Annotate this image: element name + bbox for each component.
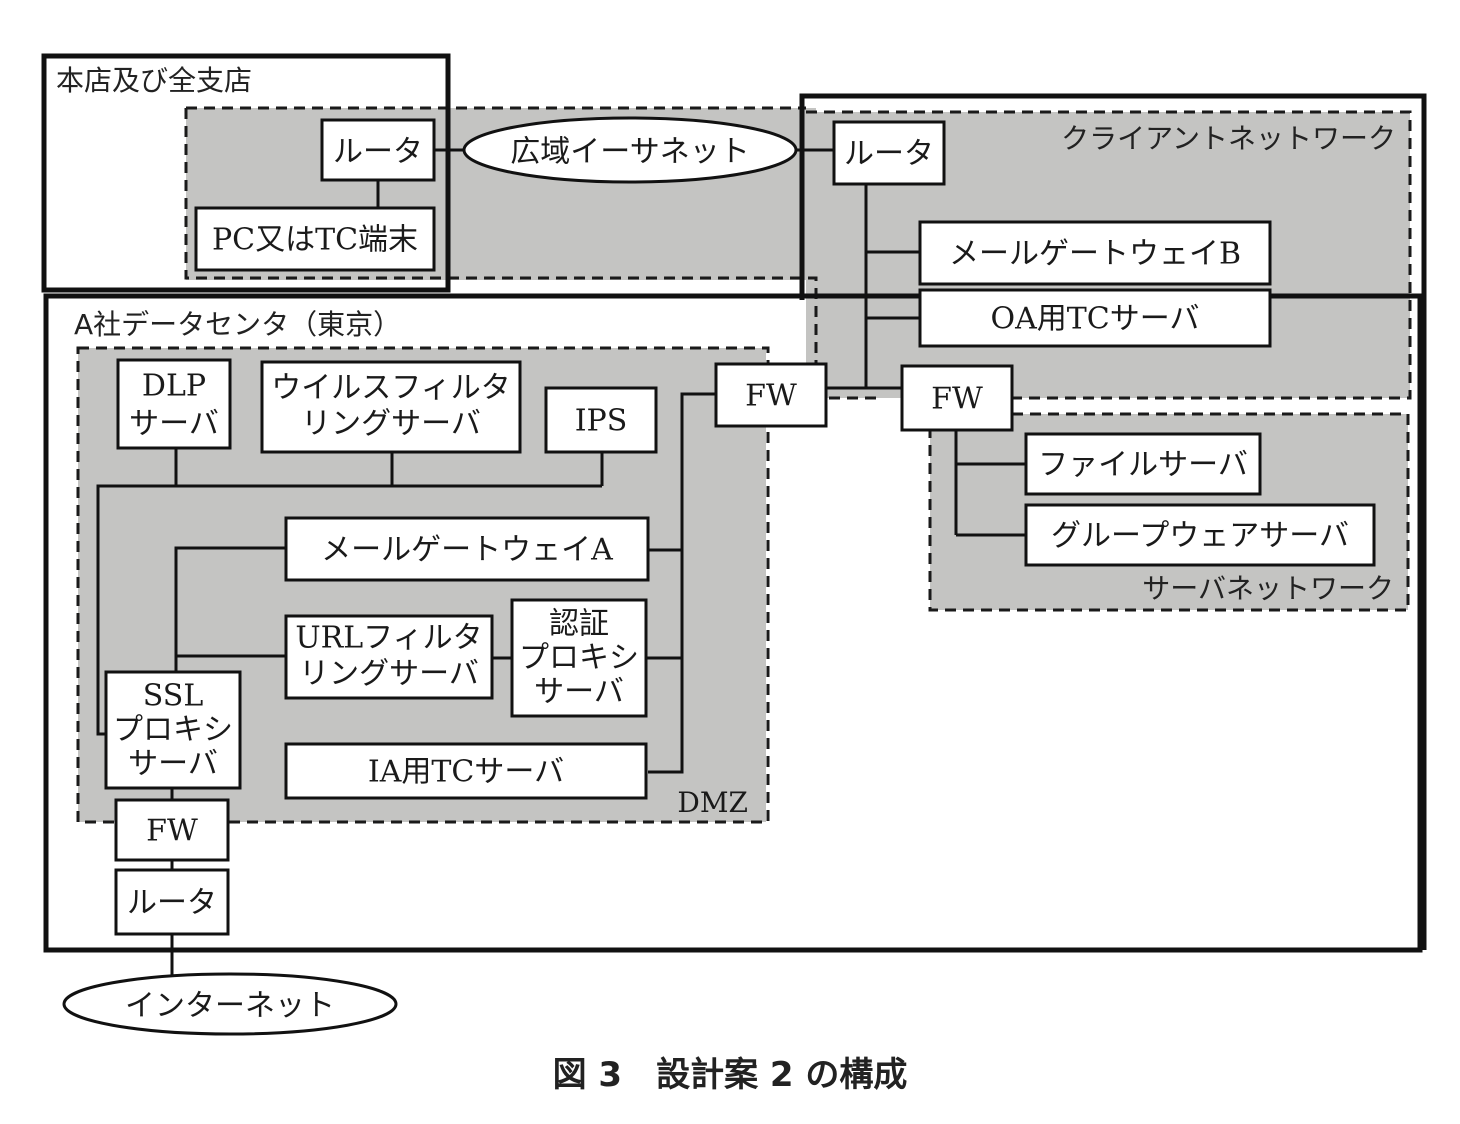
datacenter-zone-label: A社データセンタ（東京） (74, 308, 401, 341)
svg-text:PC又はTC端末: PC又はTC端末 (212, 223, 418, 258)
svg-text:IA用TCサーバ: IA用TCサーバ (368, 755, 564, 790)
svg-text:DLP: DLP (142, 369, 206, 404)
svg-text:リングサーバ: リングサーバ (301, 407, 481, 442)
datacenter-upper-boundary (799, 93, 1427, 950)
datacenter-boundary (43, 293, 1423, 953)
url-filter-server-node: URLフィルタ リングサーバ (284, 614, 494, 700)
svg-text:メールゲートウェイA: メールゲートウェイA (321, 533, 613, 568)
dlp-server-node: DLP サーバ (116, 358, 232, 450)
svg-text:プロキシ: プロキシ (519, 641, 639, 676)
svg-text:URLフィルタ: URLフィルタ (295, 621, 482, 656)
svg-text:サーバ: サーバ (129, 407, 219, 442)
client-network-border (806, 110, 1412, 400)
branch-router-node: ルータ (320, 118, 436, 182)
internet-cloud: インターネット (62, 972, 398, 1036)
fw-center-node: FW (900, 364, 1014, 432)
virus-filter-server-node: ウイルスフィルタ リングサーバ (260, 360, 522, 454)
svg-text:OA用TCサーバ: OA用TCサーバ (991, 302, 1200, 337)
svg-text:リングサーバ: リングサーバ (299, 657, 479, 692)
groupware-server-node: グループウェアサーバ (1024, 503, 1376, 567)
svg-text:ファイルサーバ: ファイルサーバ (1038, 448, 1248, 483)
wan-zone-border (184, 106, 818, 390)
svg-text:プロキシ: プロキシ (113, 713, 233, 748)
ssl-proxy-server-node: SSL プロキシ サーバ (104, 670, 242, 790)
mail-gateway-b-node: メールゲートウェイB (918, 220, 1272, 286)
svg-text:SSL: SSL (143, 679, 204, 714)
server-network-label: サーバネットワーク (1142, 572, 1394, 605)
svg-text:ルータ: ルータ (127, 886, 217, 921)
internet-label: インターネット (125, 989, 335, 1024)
file-server-node: ファイルサーバ (1024, 432, 1262, 496)
fw-internet-node: FW (114, 798, 230, 862)
mail-gateway-a-node: メールゲートウェイA (284, 516, 650, 582)
auth-proxy-server-node: 認証 プロキシ サーバ (510, 598, 648, 718)
branches-boundary (41, 53, 451, 293)
oa-tc-server-node: OA用TCサーバ (918, 288, 1272, 348)
svg-text:FW: FW (745, 379, 797, 414)
fw-dmz-node: FW (714, 362, 828, 428)
svg-text:IPS: IPS (575, 404, 628, 439)
wan-label: 広域イーサネット (510, 135, 749, 170)
dmz-zone-border (76, 346, 770, 824)
wan-cloud: 広域イーサネット (462, 116, 798, 184)
svg-text:FW: FW (931, 382, 983, 417)
client-network-label: クライアントネットワーク (1061, 122, 1396, 155)
svg-text:グループウェアサーバ: グループウェアサーバ (1051, 519, 1349, 554)
ips-node: IPS (544, 386, 658, 454)
svg-text:ウイルスフィルタ: ウイルスフィルタ (271, 371, 510, 406)
svg-text:FW: FW (146, 814, 198, 849)
svg-text:認証: 認証 (549, 607, 609, 642)
figure-caption: 図 3 設計案 2 の構成 (553, 1055, 908, 1095)
internet-router-node: ルータ (114, 868, 230, 936)
branches-zone-label: 本店及び全支店 (56, 64, 252, 97)
svg-text:サーバ: サーバ (534, 675, 624, 710)
svg-text:ルータ: ルータ (844, 137, 934, 172)
branch-terminal-node: PC又はTC端末 (194, 206, 436, 272)
svg-text:サーバ: サーバ (128, 747, 218, 782)
wires (96, 148, 1026, 978)
svg-text:メールゲートウェイB: メールゲートウェイB (949, 237, 1241, 272)
svg-text:ルータ: ルータ (333, 135, 423, 170)
dmz-label: DMZ (677, 786, 748, 819)
ia-tc-server-node: IA用TCサーバ (284, 742, 648, 800)
client-router-node: ルータ (832, 120, 946, 186)
